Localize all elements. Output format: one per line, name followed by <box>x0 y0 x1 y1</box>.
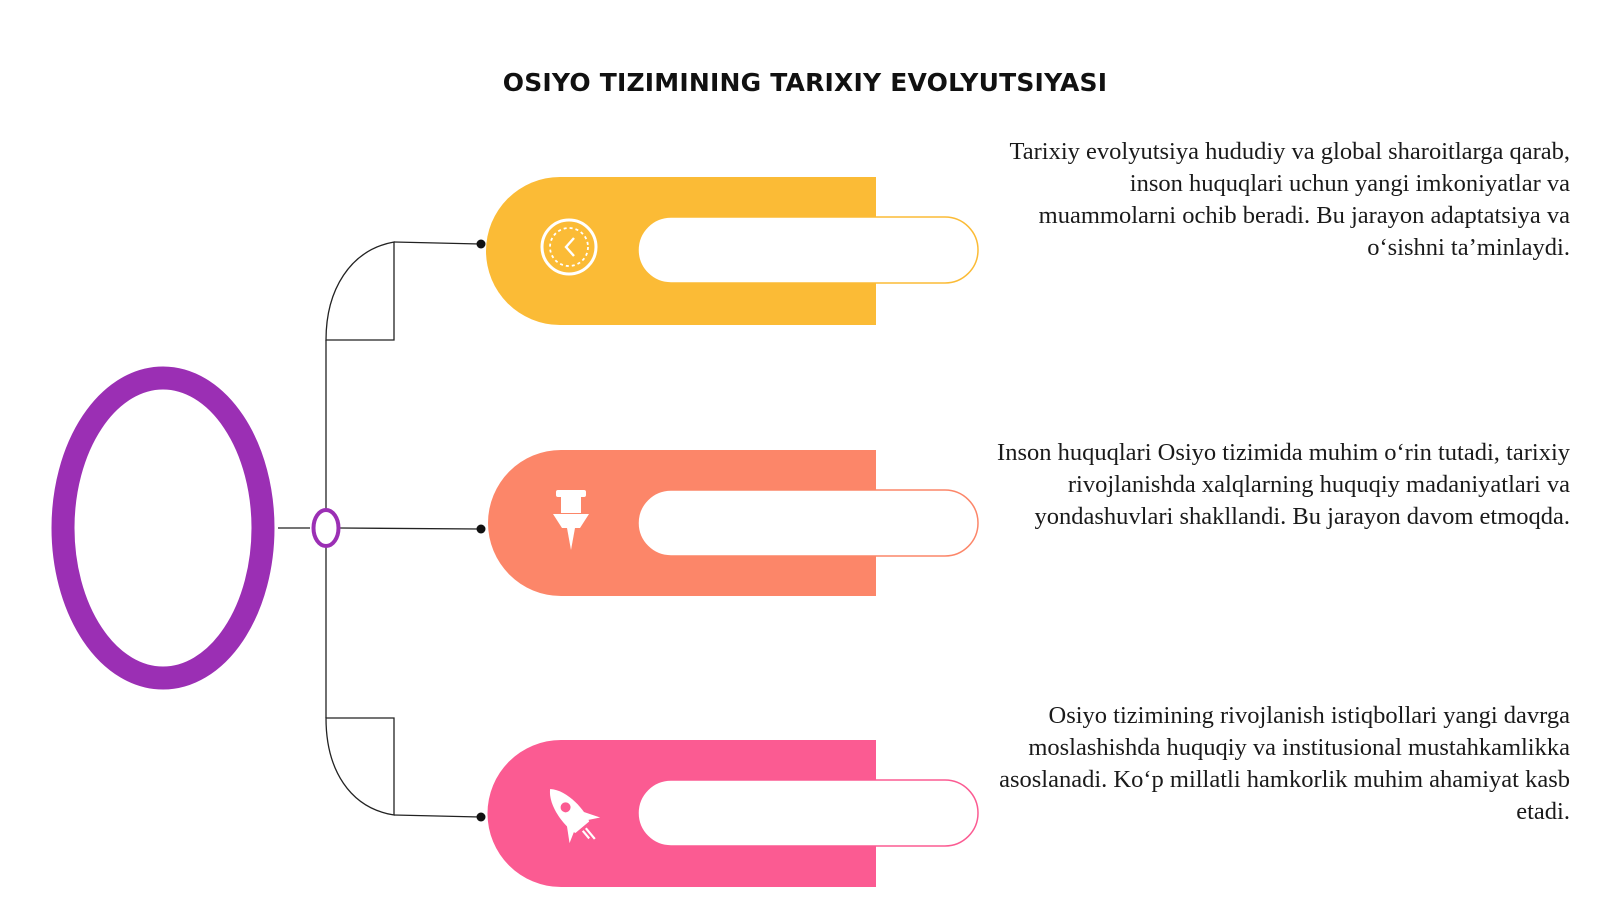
connector-dot-1 <box>476 239 486 249</box>
connector-dot-2 <box>476 524 486 534</box>
hub-ring <box>51 366 275 690</box>
connector-dot-3 <box>476 812 486 822</box>
clock-icon <box>540 218 598 276</box>
junction-ring <box>311 508 341 548</box>
page-title: OSIYO TIZIMINING TARIXIY EVOLYUTSIYASI <box>502 68 1108 97</box>
pushpin-icon <box>553 490 589 550</box>
connector-lines <box>278 241 481 818</box>
branch-tab-2 <box>488 450 979 596</box>
branch-tab-3 <box>487 740 979 887</box>
branch-description-2: Inson huquqlari Osiyo tizimida muhim o‘r… <box>997 439 1570 530</box>
branch-tab-1 <box>486 177 979 325</box>
tab-pill-3 <box>637 779 979 847</box>
branch-description-1: Tarixiy evolyutsiya hududiy va global sh… <box>1009 138 1570 261</box>
rocket-icon <box>550 788 601 844</box>
tab-pill-2 <box>637 489 979 557</box>
tab-pill-1 <box>637 216 979 284</box>
branch-description-3: Osiyo tizimining rivojlanish istiqbollar… <box>999 702 1570 825</box>
